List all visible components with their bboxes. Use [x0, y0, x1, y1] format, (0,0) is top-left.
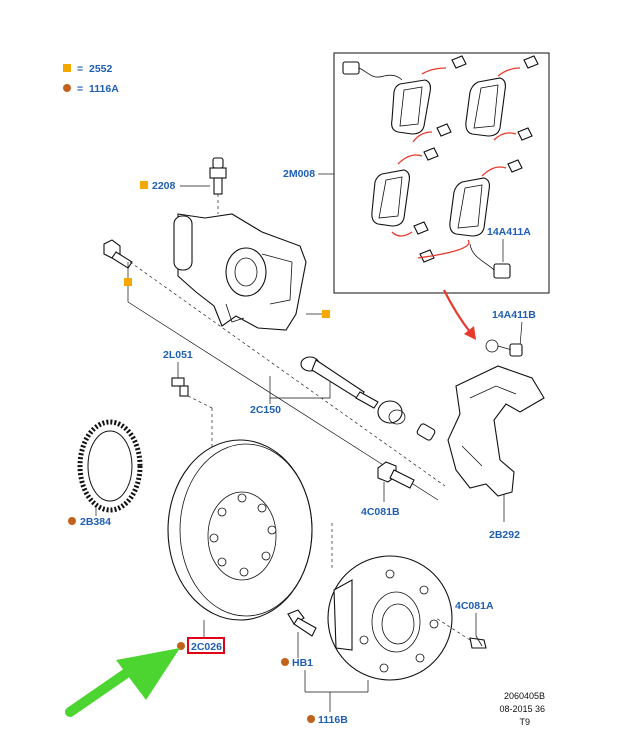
sensor-clip-icon: [485, 339, 523, 357]
disc-highlight-box: [187, 637, 225, 654]
callout-guide-pin: 2C150: [250, 404, 281, 416]
pin-bolt-icon: [171, 377, 189, 397]
legend-square-code: 2552: [89, 63, 113, 75]
out-arrow-head-icon: [464, 326, 476, 340]
brake-caliper-icon: [173, 213, 307, 331]
callout-kit: 2M008: [283, 168, 315, 180]
dot-marker-icon: [68, 517, 76, 525]
legend-square-icon: [63, 64, 71, 72]
brake-pad-icon: [391, 79, 431, 135]
callout-tone-ring: 2B384: [80, 516, 111, 528]
dot-marker-icon: [307, 715, 315, 723]
square-marker-icon: [322, 310, 330, 318]
pointer-arrow-icon: [65, 648, 180, 717]
callout-hub-stud: HB1: [292, 657, 313, 669]
dot-marker-icon: [281, 658, 289, 666]
anchor-bracket-icon: [447, 365, 545, 497]
callout-wear-sensor: 14A411A: [487, 226, 531, 238]
guide-pin-icon: [300, 356, 379, 409]
anchor-bolt-icon: [377, 461, 415, 489]
pad-kit-box: 2M008: [283, 52, 550, 294]
tone-ring-icon: [77, 419, 143, 513]
reference-line-2: 08-2015 36: [499, 704, 545, 714]
hub-icon: [327, 555, 453, 681]
callout-anchor-bolt: 4C081B: [361, 506, 400, 518]
legend-dot-icon: [63, 84, 71, 92]
brake-pad-icon: [371, 169, 410, 227]
caliper-bolt-icon: [103, 239, 133, 269]
reference-line-1: 2060405B: [504, 691, 545, 701]
wear-sensor-icon: [469, 243, 511, 279]
square-marker-icon: [124, 278, 132, 286]
callout-caliper-bleed: 2208: [152, 180, 176, 192]
dot-marker-icon: [177, 642, 185, 650]
square-marker-icon: [140, 181, 148, 189]
legend: = 2552 = 1116A: [63, 63, 119, 95]
callout-anchor-bracket: 2B292: [489, 529, 520, 541]
pad-clip-icon: [413, 55, 539, 263]
reference-block: 2060405B 08-2015 36 T9: [499, 691, 545, 727]
legend-separator: =: [77, 63, 83, 75]
hub-bolt-icon: [469, 635, 487, 649]
legend-dot-code: 1116A: [89, 83, 119, 95]
brake-pad-icon: [449, 177, 490, 237]
callout-disc: 2C026: [191, 641, 222, 653]
callout-hub-bolt: 4C081A: [455, 600, 494, 612]
pin-boot-icon: [377, 400, 406, 425]
fit-arrow-icon: [391, 67, 521, 259]
brake-pad-icon: [465, 77, 506, 137]
callout-pin-bolt: 2L051: [163, 349, 193, 361]
out-arrow-icon: [443, 289, 471, 333]
hub-stud-icon: [287, 609, 317, 637]
wear-sensor-icon: [342, 61, 403, 81]
pin-bushing-icon: [416, 423, 436, 441]
callout-sensor-clip: 14A411B: [492, 309, 536, 321]
legend-separator: =: [77, 83, 83, 95]
callout-hub: 1116B: [318, 714, 348, 726]
kit-frame: [333, 52, 550, 294]
reference-line-3: T9: [519, 717, 530, 727]
brake-disc-icon: [167, 439, 313, 621]
bleed-screw-icon: [209, 157, 227, 195]
